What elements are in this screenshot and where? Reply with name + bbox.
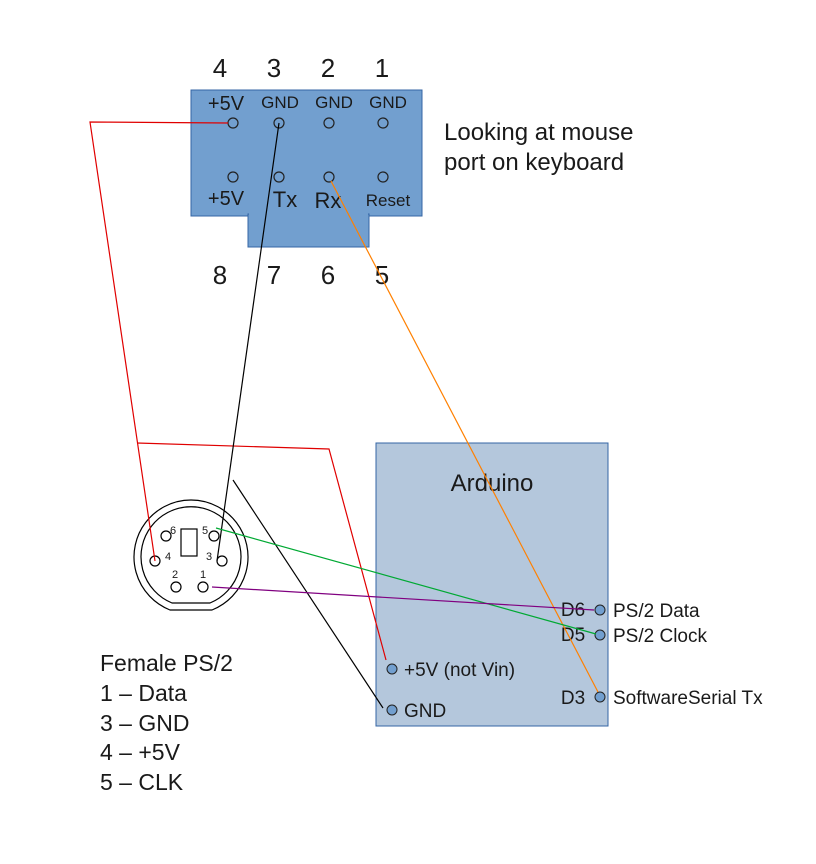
pin-hole-5	[377, 171, 389, 183]
pin-label-top-2: GND	[315, 93, 353, 112]
pin-number-8: 8	[213, 260, 227, 290]
pin-label-top-1: GND	[369, 93, 407, 112]
pin-number-2: 2	[321, 53, 335, 83]
wire-green-clock	[215, 527, 597, 635]
pin-number-4: 4	[213, 53, 227, 83]
connector-caption-line2: port on keyboard	[444, 149, 624, 176]
ps2-legend-pin1: 1 – Data	[100, 680, 187, 706]
connector-caption-line1: Looking at mouse	[444, 119, 633, 146]
ps2-legend-pin3: 3 – GND	[100, 710, 189, 736]
ps2-pin-3	[216, 555, 228, 567]
pin-hole-7	[273, 171, 285, 183]
arduino-pin-d3: D3	[561, 688, 585, 709]
ps2-pin-4	[149, 555, 161, 567]
pin-label-bottom-6: Rx	[315, 188, 342, 213]
wire-red-5v-ps2	[89, 121, 229, 562]
pin-hole-1	[377, 117, 389, 129]
pin-number-6: 6	[321, 260, 335, 290]
pin-number-5: 5	[375, 260, 389, 290]
arduino-pin-dot-d5	[594, 629, 606, 641]
pin-label-top-4: +5V	[208, 93, 245, 115]
ps2-outline	[133, 499, 249, 611]
arduino-pin-label-serial: SoftwareSerial Tx	[613, 688, 763, 709]
pin-hole-6	[323, 171, 335, 183]
arduino-pin-label-clock: PS/2 Clock	[613, 626, 707, 647]
pin-hole-3	[273, 117, 285, 129]
connector-body	[190, 89, 423, 217]
pin-number-3: 3	[267, 53, 281, 83]
arduino-pin-label-data: PS/2 Data	[613, 601, 700, 622]
pin-label-bottom-7: Tx	[273, 187, 297, 212]
arduino-pin-dot-5v	[386, 663, 398, 675]
ps2-legend-pin4: 4 – +5V	[100, 739, 181, 765]
ps2-legend-pin5: 5 – CLK	[100, 769, 184, 795]
ps2-pin-1	[197, 581, 209, 593]
arduino-pin-d6: D6	[561, 600, 585, 621]
arduino-title: Arduino	[451, 470, 534, 497]
connector-tab	[247, 213, 370, 248]
pin-label-bottom-5: Reset	[366, 191, 411, 210]
pin-hole-2	[323, 117, 335, 129]
arduino-power-label: +5V (not Vin)	[404, 660, 515, 681]
pin-hole-8	[227, 171, 239, 183]
ps2-key	[180, 528, 198, 557]
pin-number-1: 1	[375, 53, 389, 83]
arduino-pin-dot-gnd	[386, 704, 398, 716]
ps2-legend-title: Female PS/2	[100, 650, 233, 676]
pin-label-bottom-8: +5V	[208, 188, 245, 210]
ps2-outline-inner	[140, 506, 242, 604]
ps2-pin-label-2: 2	[172, 569, 178, 581]
pin-label-top-3: GND	[261, 93, 299, 112]
keyboard-mouse-port: 4 3 2 1 8 7 6 5 +5V GND GND GND +5V Tx R…	[190, 53, 423, 290]
wire-orange-rx-d3	[330, 180, 599, 693]
ps2-pin-label-1: 1	[200, 569, 206, 581]
arduino-pin-dot-d6	[594, 604, 606, 616]
pin-number-7: 7	[267, 260, 281, 290]
wire-red-5v-arduino	[136, 442, 387, 661]
wire-black-gnd-ps2	[216, 122, 280, 562]
arduino-board: Arduino D6 D5 D3 +5V (not Vin) GND	[375, 442, 609, 727]
wire-purple-data	[211, 586, 595, 611]
wire-black-gnd-arduino	[232, 479, 384, 709]
arduino-pin-d5: D5	[561, 625, 585, 646]
ps2-female-connector: 6 5 4 3 2 1	[133, 499, 249, 611]
ps2-pin-2	[170, 581, 182, 593]
arduino-gnd-label: GND	[404, 701, 446, 722]
ps2-pin-label-3: 3	[206, 551, 212, 563]
ps2-pin-6	[160, 530, 172, 542]
arduino-pin-dot-d3	[594, 691, 606, 703]
ps2-pin-5	[208, 530, 220, 542]
ps2-pin-label-5: 5	[202, 525, 208, 537]
ps2-pin-label-4: 4	[165, 551, 171, 563]
ps2-pin-label-6: 6	[170, 525, 176, 537]
